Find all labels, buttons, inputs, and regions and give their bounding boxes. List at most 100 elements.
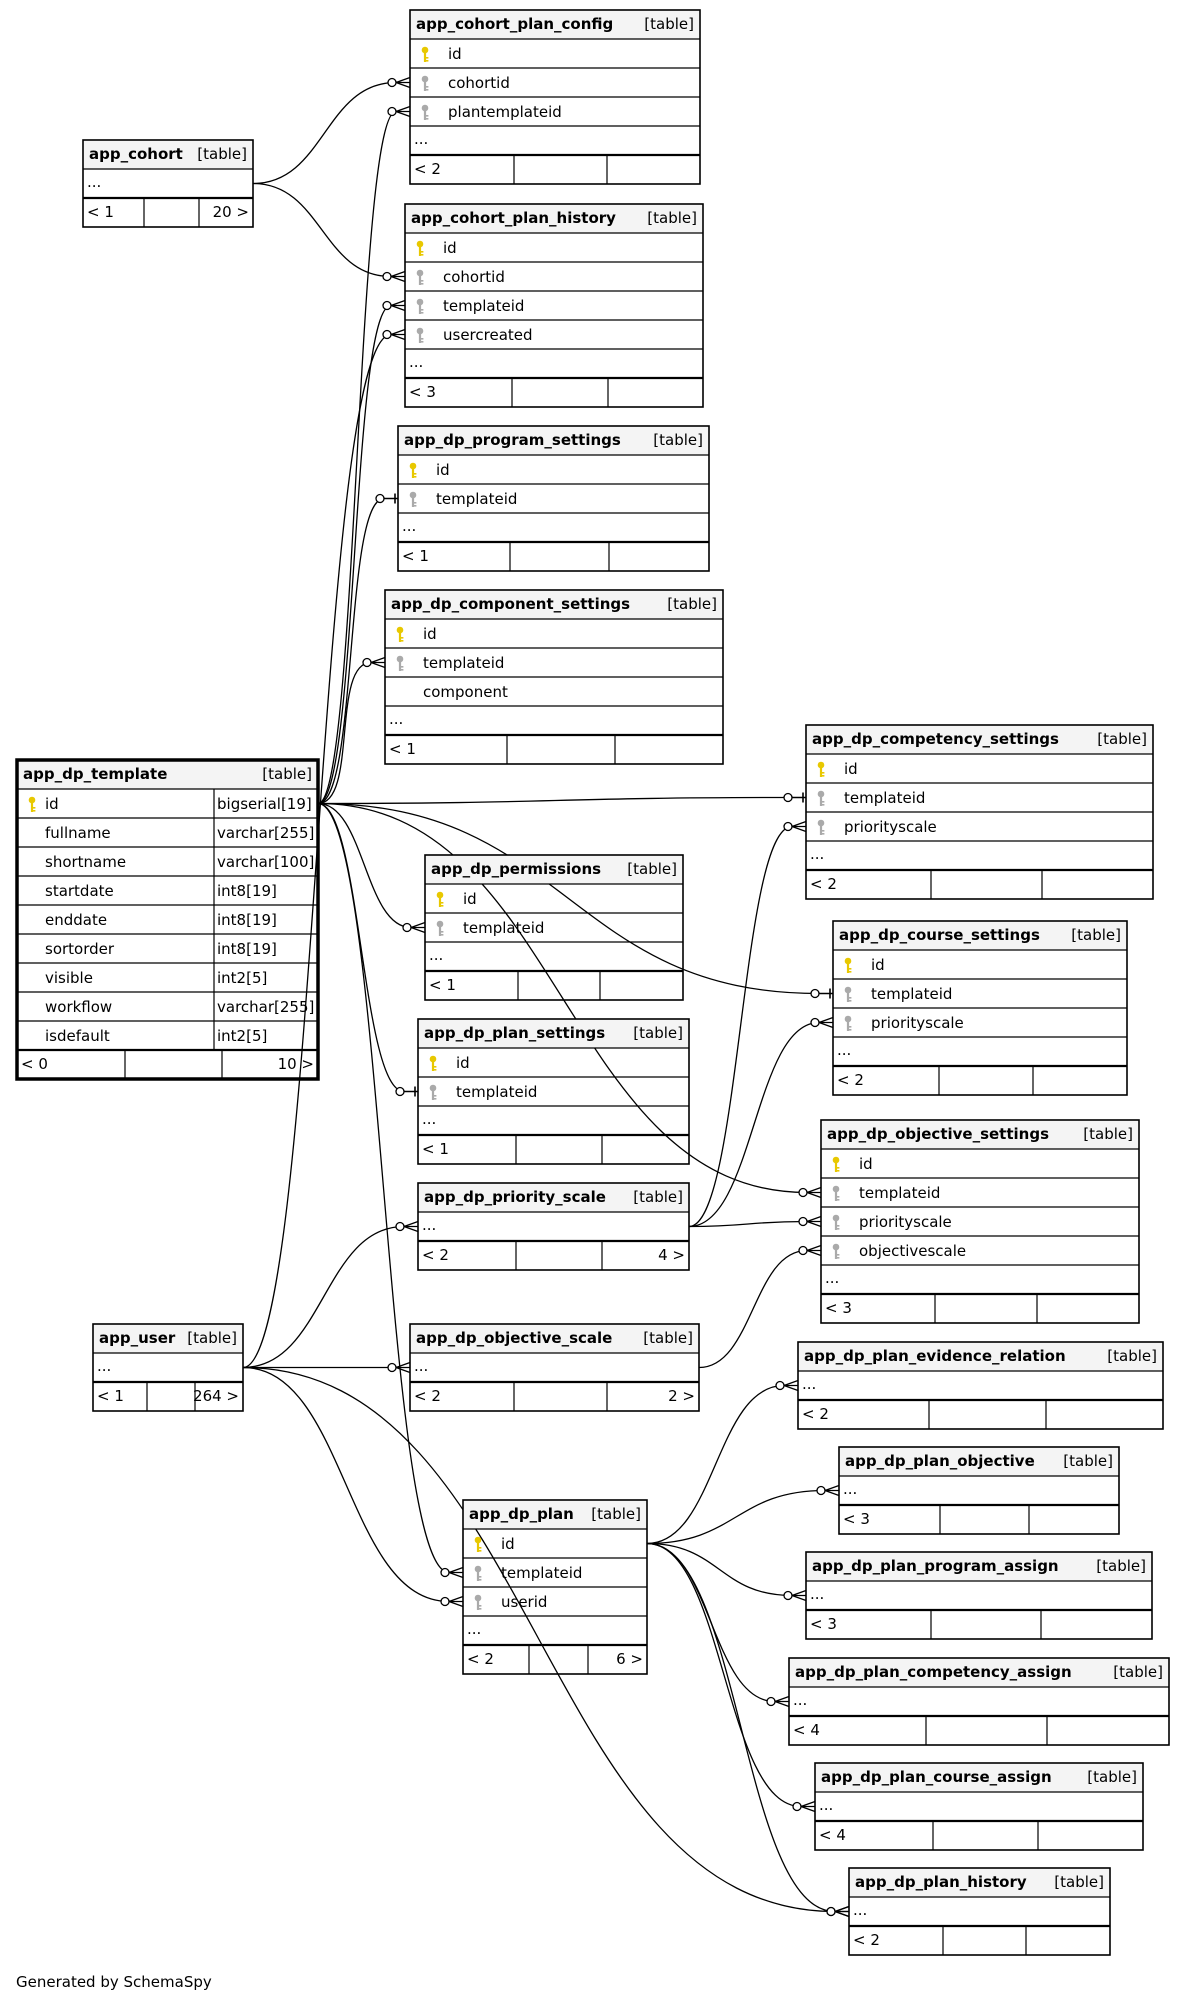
parents-count: < 1 (389, 740, 416, 758)
table-app-dp-plan-evidence-relation[interactable]: app_dp_plan_evidence_relation[table]...<… (797, 1341, 1164, 1430)
column-name: templateid (859, 1184, 940, 1202)
table-name: app_cohort_plan_config (416, 15, 613, 33)
relationship-connector (317, 656, 386, 805)
column-name: templateid (436, 490, 517, 508)
table-name: app_dp_plan_course_assign (821, 1768, 1052, 1786)
more-columns-ellipsis: ... (389, 710, 403, 728)
table-app-dp-course-settings[interactable]: app_dp_course_settings[table]idtemplatei… (832, 920, 1128, 1096)
primary-key-icon (28, 796, 36, 812)
column-name: id (436, 461, 450, 479)
table-kind-label: [table] (1071, 926, 1121, 944)
foreign-key-icon (409, 491, 417, 507)
table-kind-label: [table] (197, 145, 247, 163)
relationship-connector (317, 802, 426, 934)
foreign-key-icon (832, 1243, 840, 1259)
table-app-dp-objective-settings[interactable]: app_dp_objective_settings[table]idtempla… (820, 1119, 1140, 1324)
column-name: templateid (844, 789, 925, 807)
relationship-connector (317, 105, 411, 805)
table-kind-label: [table] (262, 765, 312, 783)
table-name: app_dp_competency_settings (812, 730, 1059, 748)
table-name: app_dp_course_settings (839, 926, 1040, 944)
table-kind-label: [table] (1054, 1873, 1104, 1891)
parents-count: < 2 (414, 160, 441, 178)
relationship-connector (688, 1016, 834, 1228)
table-app-dp-component-settings[interactable]: app_dp_component_settings[table]idtempla… (384, 589, 724, 765)
parents-count: < 1 (87, 203, 114, 221)
more-columns-ellipsis: ... (810, 845, 824, 863)
table-kind-label: [table] (643, 1329, 693, 1347)
table-kind-label: [table] (1113, 1663, 1163, 1681)
primary-key-icon (421, 46, 429, 62)
table-app-cohort-plan-config[interactable]: app_cohort_plan_config[table]idcohortidp… (409, 9, 701, 185)
children-count: 4 > (658, 1246, 685, 1264)
table-app-dp-plan-program-assign[interactable]: app_dp_plan_program_assign[table]...< 3 (805, 1551, 1153, 1640)
table-app-dp-plan[interactable]: app_dp_plan[table]idtemplateiduserid...<… (462, 1499, 648, 1675)
column-name: id (844, 760, 858, 778)
more-columns-ellipsis: ... (825, 1269, 839, 1287)
foreign-key-icon (474, 1594, 482, 1610)
foreign-key-icon (817, 819, 825, 835)
more-columns-ellipsis: ... (843, 1480, 857, 1498)
table-name: app_dp_program_settings (404, 431, 621, 449)
column-name: objectivescale (859, 1242, 966, 1260)
foreign-key-icon (832, 1214, 840, 1230)
relationship-connector (317, 802, 833, 999)
table-name: app_dp_plan_history (855, 1873, 1027, 1891)
column-name: id (859, 1155, 873, 1173)
column-name: id (448, 45, 462, 63)
relationship-connector (242, 1366, 464, 1608)
table-app-dp-plan-course-assign[interactable]: app_dp_plan_course_assign[table]...< 4 (814, 1762, 1144, 1851)
children-count: 2 > (668, 1387, 695, 1405)
table-app-dp-plan-history[interactable]: app_dp_plan_history[table]...< 2 (848, 1867, 1111, 1956)
relationship-connector (688, 820, 807, 1228)
table-app-dp-program-settings[interactable]: app_dp_program_settings[table]idtemplate… (397, 425, 710, 572)
column-type: int2[5] (217, 969, 267, 987)
column-name: shortname (45, 853, 126, 871)
relationship-connector (646, 1379, 799, 1545)
relationship-connector (252, 182, 406, 283)
column-name: visible (45, 969, 93, 987)
relationship-connector (317, 802, 418, 1097)
parents-count: < 1 (402, 547, 429, 565)
foreign-key-icon (844, 986, 852, 1002)
table-name: app_dp_template (23, 765, 167, 783)
table-kind-label: [table] (591, 1505, 641, 1523)
column-type: varchar[100] (217, 853, 314, 871)
relationship-connector (698, 1244, 822, 1369)
children-count: 10 > (278, 1055, 314, 1073)
parents-count: < 3 (843, 1510, 870, 1528)
primary-key-icon (844, 957, 852, 973)
more-columns-ellipsis: ... (422, 1110, 436, 1128)
relationship-connector (242, 328, 406, 1369)
foreign-key-icon (436, 920, 444, 936)
column-name: isdefault (45, 1027, 110, 1045)
table-app-dp-competency-settings[interactable]: app_dp_competency_settings[table]idtempl… (805, 724, 1154, 900)
column-name: sortorder (45, 940, 115, 958)
parents-count: < 2 (810, 875, 837, 893)
column-name: priorityscale (871, 1014, 964, 1032)
table-kind-label: [table] (187, 1329, 237, 1347)
generated-by-label: Generated by SchemaSpy (16, 1973, 212, 1991)
relationship-connector (646, 1542, 816, 1813)
table-name: app_dp_plan_program_assign (812, 1557, 1059, 1575)
table-kind-label: [table] (633, 1188, 683, 1206)
column-type: varchar[255] (217, 998, 314, 1016)
table-app-dp-plan-objective[interactable]: app_dp_plan_objective[table]...< 3 (838, 1446, 1120, 1535)
more-columns-ellipsis: ... (87, 173, 101, 191)
column-name: id (456, 1054, 470, 1072)
table-app-cohort-plan-history[interactable]: app_cohort_plan_history[table]idcohortid… (404, 203, 704, 408)
table-kind-label: [table] (1083, 1125, 1133, 1143)
table-app-dp-permissions[interactable]: app_dp_permissions[table]idtemplateid...… (424, 854, 684, 1001)
table-app-dp-plan-settings[interactable]: app_dp_plan_settings[table]idtemplateid.… (417, 1018, 690, 1165)
relationship-connector (242, 1366, 850, 1918)
primary-key-icon (436, 891, 444, 907)
parents-count: < 2 (837, 1071, 864, 1089)
table-app-dp-plan-competency-assign[interactable]: app_dp_plan_competency_assign[table]...<… (788, 1657, 1170, 1746)
foreign-key-icon (429, 1084, 437, 1100)
